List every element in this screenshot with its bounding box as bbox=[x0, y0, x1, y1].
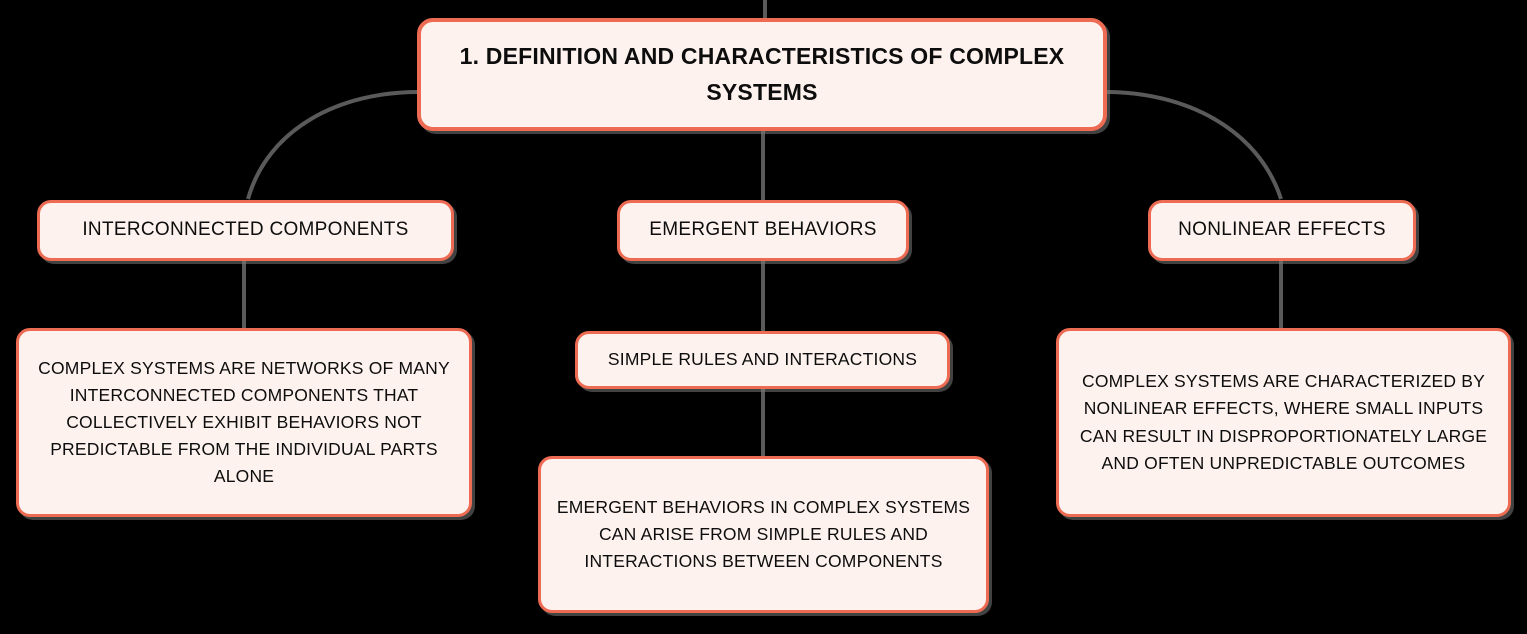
node-leaf-nonlinear-effects-detail[interactable]: COMPLEX SYSTEMS ARE CHARACTERIZED BY NON… bbox=[1056, 328, 1511, 517]
node-branch-emergent-behaviors-label: EMERGENT BEHAVIORS bbox=[649, 219, 877, 241]
node-branch-interconnected-components[interactable]: INTERCONNECTED COMPONENTS bbox=[37, 200, 454, 261]
node-leaf-emergent-behaviors-detail-label: EMERGENT BEHAVIORS IN COMPLEX SYSTEMS CA… bbox=[556, 496, 971, 572]
node-leaf-simple-rules-and-interactions-label: SIMPLE RULES AND INTERACTIONS bbox=[607, 349, 918, 370]
node-leaf-simple-rules-and-interactions[interactable]: SIMPLE RULES AND INTERACTIONS bbox=[575, 331, 950, 389]
connector-root-to-branch-1 bbox=[246, 90, 419, 200]
node-leaf-interconnected-components-detail-label: COMPLEX SYSTEMS ARE NETWORKS OF MANY INT… bbox=[38, 357, 450, 487]
node-branch-nonlinear-effects[interactable]: NONLINEAR EFFECTS bbox=[1148, 200, 1416, 261]
connector-root-to-branch-3 bbox=[1105, 90, 1283, 200]
node-root-label: 1. DEFINITION AND CHARACTERISTICS OF COM… bbox=[459, 42, 1065, 105]
node-leaf-emergent-behaviors-detail[interactable]: EMERGENT BEHAVIORS IN COMPLEX SYSTEMS CA… bbox=[538, 456, 989, 613]
node-leaf-interconnected-components-detail[interactable]: COMPLEX SYSTEMS ARE NETWORKS OF MANY INT… bbox=[16, 328, 472, 517]
node-root[interactable]: 1. DEFINITION AND CHARACTERISTICS OF COM… bbox=[417, 18, 1107, 131]
node-branch-nonlinear-effects-label: NONLINEAR EFFECTS bbox=[1178, 219, 1386, 241]
node-branch-interconnected-components-label: INTERCONNECTED COMPONENTS bbox=[82, 219, 409, 241]
node-branch-emergent-behaviors[interactable]: EMERGENT BEHAVIORS bbox=[617, 200, 909, 261]
node-leaf-nonlinear-effects-detail-label: COMPLEX SYSTEMS ARE CHARACTERIZED BY NON… bbox=[1079, 371, 1488, 473]
